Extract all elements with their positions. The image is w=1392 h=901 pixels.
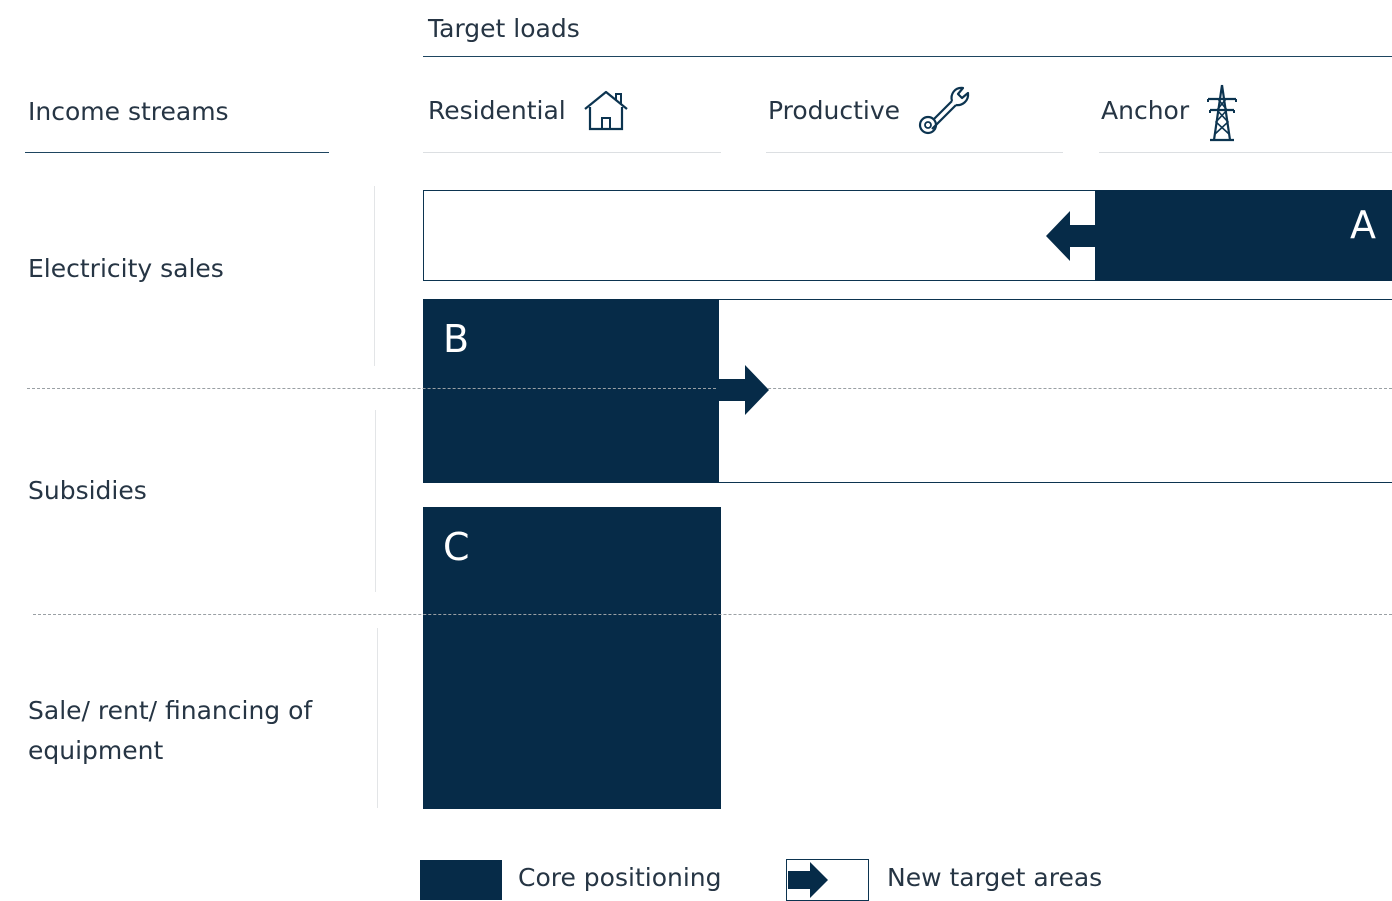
legend-core-swatch xyxy=(420,860,502,900)
target-loads-underline xyxy=(423,56,1392,57)
row-label-electricity-sales: Electricity sales xyxy=(28,254,224,283)
column-productive-label: Productive xyxy=(768,96,901,125)
income-streams-title: Income streams xyxy=(28,97,229,126)
box-b-letter: B xyxy=(443,317,470,361)
box-b-core xyxy=(423,299,719,483)
arrow-left-icon xyxy=(1046,210,1098,262)
box-a-core xyxy=(1095,190,1392,281)
legend-core-label: Core positioning xyxy=(518,863,722,892)
target-loads-title: Target loads xyxy=(428,14,580,43)
box-c-core xyxy=(423,507,721,809)
row-label-subsidies: Subsidies xyxy=(28,476,147,505)
column-residential-underline xyxy=(423,152,721,153)
box-c-letter: C xyxy=(443,525,470,569)
income-streams-underline xyxy=(25,152,329,153)
box-a-letter: A xyxy=(1350,203,1376,247)
legend-new-label: New target areas xyxy=(887,863,1103,892)
column-anchor-underline xyxy=(1099,152,1392,153)
column-productive-underline xyxy=(766,152,1063,153)
row-separator-2 xyxy=(375,410,376,592)
wrench-icon xyxy=(916,82,972,138)
arrow-right-icon xyxy=(718,364,770,416)
row-divider-1 xyxy=(27,388,1392,389)
column-residential-label: Residential xyxy=(428,96,566,125)
legend-arrow-right-icon xyxy=(788,862,830,898)
column-anchor-label: Anchor xyxy=(1101,96,1190,125)
row-label-equipment: Sale/ rent/ financing of equipment xyxy=(28,696,313,765)
row-divider-2 xyxy=(33,614,1392,615)
row-separator-1 xyxy=(374,186,375,366)
row-separator-3 xyxy=(377,628,378,808)
transmission-tower-icon xyxy=(1202,82,1242,144)
house-icon xyxy=(582,88,630,132)
